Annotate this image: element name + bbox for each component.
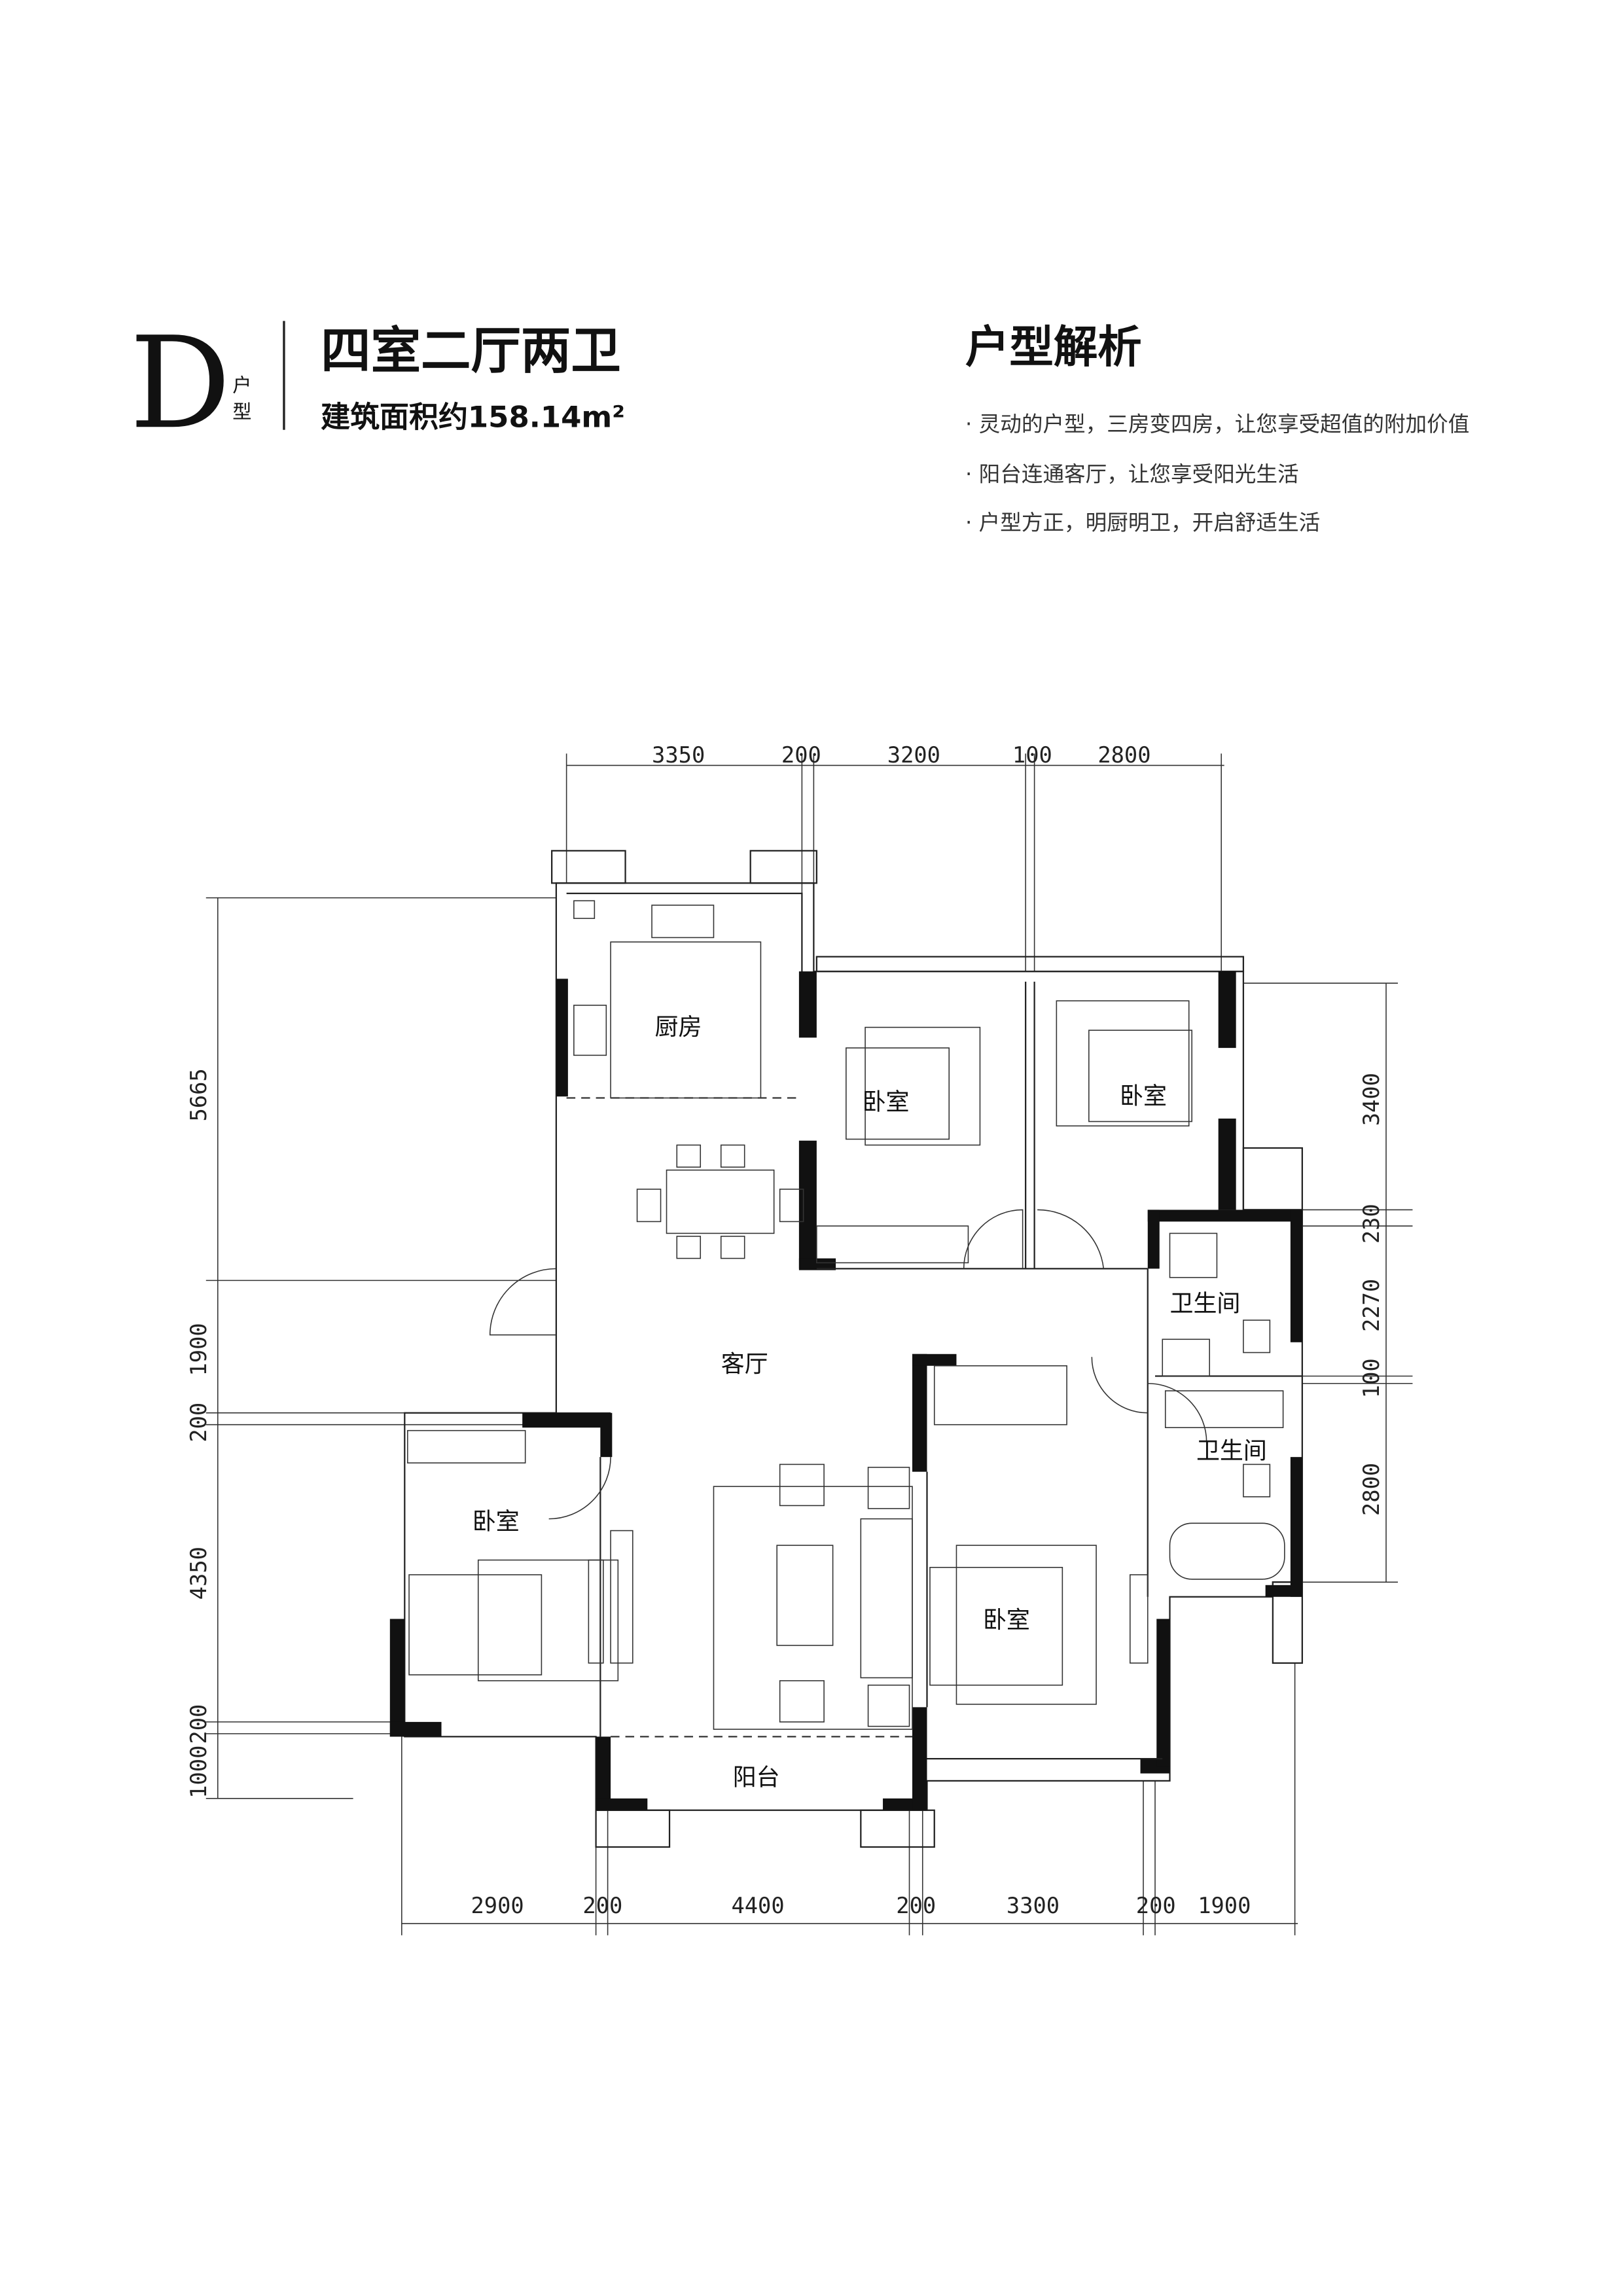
rug bbox=[713, 1486, 913, 1730]
type-suffix-1: 户 bbox=[232, 374, 251, 396]
bathtub bbox=[1169, 1522, 1285, 1580]
coffee-table bbox=[776, 1545, 834, 1646]
room-label-bathroom: 卫生间 bbox=[1169, 1291, 1240, 1318]
dim-top: 2800 bbox=[1097, 742, 1150, 768]
dim-bottom: 1900 bbox=[1198, 1893, 1251, 1918]
bed bbox=[408, 1574, 543, 1676]
room-labels: 厨房 卧室 卧室 卫生间 客厅 卫生间 卧室 卧室 阳台 bbox=[473, 1014, 1267, 1791]
bed bbox=[846, 1047, 950, 1140]
dim-right: 2270 bbox=[1359, 1279, 1384, 1332]
room-label-bedroom: 卧室 bbox=[863, 1089, 910, 1116]
wardrobe bbox=[407, 1429, 526, 1463]
wardrobe bbox=[816, 1225, 969, 1264]
room-label-bedroom: 卧室 bbox=[473, 1508, 520, 1535]
dim-left: 200 bbox=[186, 1704, 211, 1744]
analysis-bullet: · 户型方正，明厨明卫，开启舒适生活 bbox=[965, 511, 1320, 535]
room-label-kitchen: 厨房 bbox=[655, 1014, 702, 1041]
room-label-bathroom: 卫生间 bbox=[1196, 1437, 1267, 1464]
dim-right: 100 bbox=[1359, 1358, 1384, 1398]
type-suffix-2: 型 bbox=[232, 401, 251, 423]
header: D 户 型 四室二厅两卫 建筑面积约158.14m² bbox=[130, 310, 625, 457]
stove-icon bbox=[573, 1005, 607, 1056]
dim-bottom: 200 bbox=[896, 1893, 936, 1918]
dim-top: 3350 bbox=[652, 742, 705, 768]
dim-left: 1000 bbox=[186, 1746, 211, 1799]
walls bbox=[389, 850, 1303, 1848]
dim-bottom: 3300 bbox=[1007, 1893, 1060, 1918]
area-label: 建筑面积约158.14m² bbox=[321, 399, 625, 434]
dining-table bbox=[666, 1169, 775, 1234]
dim-left: 5665 bbox=[186, 1068, 211, 1121]
kitchen-island bbox=[610, 941, 762, 1099]
closet bbox=[933, 1365, 1067, 1426]
dim-right: 2800 bbox=[1359, 1463, 1384, 1516]
dim-right: 3400 bbox=[1359, 1073, 1384, 1126]
sofa bbox=[860, 1518, 913, 1679]
analysis-title: 户型解析 bbox=[965, 321, 1142, 372]
room-label-living-room: 客厅 bbox=[721, 1351, 768, 1378]
dim-bottom: 200 bbox=[582, 1893, 622, 1918]
room-label-bedroom: 卧室 bbox=[1120, 1083, 1167, 1110]
room-label-balcony: 阳台 bbox=[733, 1765, 780, 1791]
furniture bbox=[407, 900, 1285, 1730]
toilet bbox=[1243, 1319, 1271, 1354]
dim-bottom: 2900 bbox=[471, 1893, 524, 1918]
dim-top: 3200 bbox=[887, 742, 940, 768]
washbasin bbox=[1164, 1390, 1284, 1428]
analysis-bullet: · 灵动的户型，三房变四房，让您享受超值的附加价值 bbox=[965, 412, 1469, 437]
dim-left: 4350 bbox=[186, 1547, 211, 1600]
washbasin bbox=[1169, 1232, 1218, 1278]
layout-title: 四室二厅两卫 bbox=[321, 322, 621, 380]
type-letter: D bbox=[130, 310, 231, 457]
toilet bbox=[1243, 1463, 1271, 1498]
dimension-lines: 3350 200 3200 100 2800 2900 200 4400 200… bbox=[186, 742, 1413, 1935]
analysis-bullet: · 阳台连通客厅，让您享受阳光生活 bbox=[965, 461, 1299, 486]
bed bbox=[1088, 1030, 1193, 1122]
dim-left: 200 bbox=[186, 1403, 211, 1443]
room-label-bedroom: 卧室 bbox=[983, 1607, 1030, 1634]
sink-icon bbox=[651, 905, 715, 939]
dim-bottom: 200 bbox=[1136, 1893, 1176, 1918]
dim-bottom: 4400 bbox=[731, 1893, 784, 1918]
dim-top: 200 bbox=[781, 742, 821, 768]
dim-right: 230 bbox=[1359, 1204, 1384, 1244]
dim-top: 100 bbox=[1012, 742, 1052, 768]
bed bbox=[929, 1567, 1063, 1686]
analysis: 户型解析 · 灵动的户型，三房变四房，让您享受超值的附加价值 · 阳台连通客厅，… bbox=[965, 321, 1469, 535]
dim-left: 1900 bbox=[186, 1323, 211, 1376]
